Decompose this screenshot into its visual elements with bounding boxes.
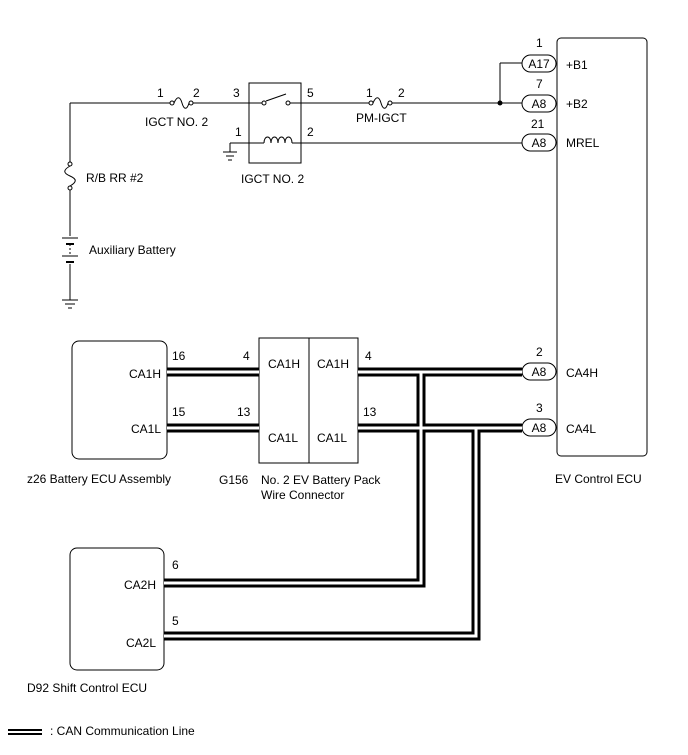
- ecu-pin-number-ca4l: 3: [536, 401, 543, 415]
- g156-pin-left-13: 13: [237, 405, 251, 419]
- ecu-pin-b1-label: +B1: [566, 58, 588, 72]
- connector-badge-a8-ca4l: A8: [521, 418, 557, 437]
- legend-label: : CAN Communication Line: [50, 724, 195, 738]
- relay-switch: [249, 93, 301, 106]
- shift-ecu-pin-ca2l: CA2L: [126, 636, 156, 650]
- relay-coil: [249, 136, 301, 144]
- g156-pin-left-4: 4: [243, 349, 250, 363]
- g156-id: G156: [219, 473, 249, 487]
- ecu-pin-number-ca4h: 2: [536, 345, 543, 359]
- shift-ecu-pin-number-6: 6: [172, 558, 179, 572]
- fuse-igct-pin2: 2: [193, 86, 200, 100]
- ecu-pin-mrel-label: MREL: [566, 136, 600, 150]
- battery-ecu-pin-ca1l: CA1L: [131, 422, 161, 436]
- fuse-pm-igct: [368, 97, 393, 109]
- fuse-igct-pin1: 1: [157, 86, 164, 100]
- relay-pin1: 1: [235, 125, 242, 139]
- svg-text:A8: A8: [532, 421, 547, 435]
- battery-ecu-pin-number-15: 15: [172, 405, 186, 419]
- relay-igct-box: [248, 82, 302, 164]
- svg-text:A8: A8: [532, 97, 547, 111]
- ecu-pin-ca4l-label: CA4L: [566, 422, 596, 436]
- shift-ecu-pin-ca2h: CA2H: [124, 578, 156, 592]
- fuse-igct-label: IGCT NO. 2: [145, 115, 208, 129]
- battery-ecu-label: z26 Battery ECU Assembly: [27, 472, 171, 486]
- fuse-rb-rr2: [64, 161, 76, 191]
- ecu-pin-number-mrel: 21: [531, 117, 545, 131]
- ev-control-ecu-label: EV Control ECU: [555, 472, 642, 486]
- battery-ecu-box: [71, 340, 168, 460]
- ecu-pin-ca4h-label: CA4H: [566, 366, 598, 380]
- g156-pin-right-13: 13: [363, 405, 377, 419]
- battery-ecu-pin-ca1h: CA1H: [129, 367, 161, 381]
- ev-control-ecu-box: [556, 37, 648, 457]
- ecu-pin-number-b2: 7: [536, 77, 543, 91]
- fuse-pm-pin2: 2: [398, 86, 405, 100]
- power-wires: [69, 62, 522, 300]
- shift-ecu-box: [69, 547, 165, 671]
- can-lines: [164, 367, 522, 641]
- relay-pin2: 2: [307, 125, 314, 139]
- g156-name-line1: No. 2 EV Battery Pack: [261, 473, 381, 487]
- auxiliary-battery-label: Auxiliary Battery: [89, 243, 176, 257]
- fuse-pm-label: PM-IGCT: [356, 111, 407, 125]
- ecu-pin-b2-label: +B2: [566, 97, 588, 111]
- fuse-rb-label: R/B RR #2: [86, 171, 144, 185]
- g156-name-line2: Wire Connector: [261, 488, 344, 502]
- connector-badge-a8-ca4h: A8: [521, 362, 557, 381]
- splice-point: [497, 100, 503, 106]
- fuse-pm-pin1: 1: [366, 86, 373, 100]
- g156-left-ca1h: CA1H: [268, 357, 300, 371]
- g156-pin-right-4: 4: [365, 349, 372, 363]
- relay-pin3: 3: [233, 86, 240, 100]
- svg-text:A17: A17: [528, 57, 550, 71]
- auxiliary-battery-symbol: [62, 237, 78, 263]
- ecu-pin-number-b1: 1: [536, 36, 543, 50]
- battery-ecu-pin-number-16: 16: [172, 349, 186, 363]
- connector-badge-a8-b2: A8: [521, 94, 557, 113]
- relay-ground-icon: [223, 151, 237, 161]
- relay-pin5: 5: [307, 86, 314, 100]
- relay-label: IGCT NO. 2: [241, 172, 304, 186]
- svg-text:A8: A8: [532, 365, 547, 379]
- connector-badge-a17: A17: [521, 54, 557, 73]
- g156-left-ca1l: CA1L: [268, 431, 298, 445]
- svg-text:A8: A8: [532, 136, 547, 150]
- ground-icon: [62, 299, 78, 309]
- fuse-igct-no2: [169, 97, 194, 109]
- connector-badge-a8-mrel: A8: [521, 133, 557, 152]
- g156-right-ca1l: CA1L: [317, 431, 347, 445]
- g156-right-ca1h: CA1H: [317, 357, 349, 371]
- shift-ecu-label: D92 Shift Control ECU: [27, 681, 147, 695]
- shift-ecu-pin-number-5: 5: [172, 614, 179, 628]
